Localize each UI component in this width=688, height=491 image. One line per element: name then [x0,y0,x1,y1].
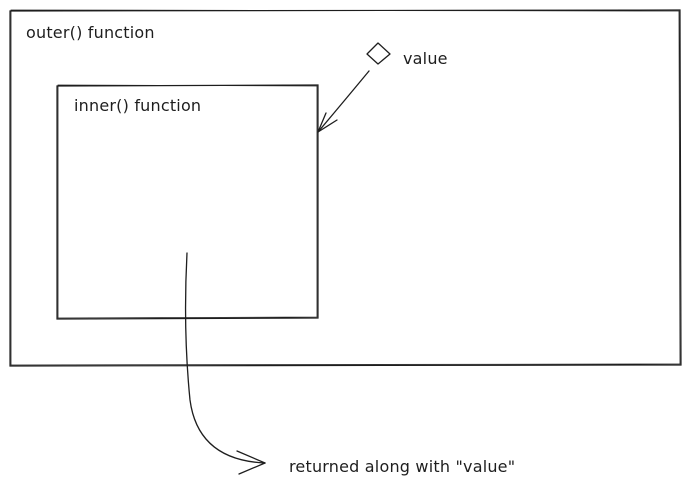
arrow-icon [184,252,266,475]
outer-function-label: outer() function [26,23,155,42]
arrow-icon [317,70,370,133]
inner-function-label: inner() function [74,96,202,115]
return-label: returned along with "value" [289,457,516,476]
outer-function-box [9,9,682,367]
value-label: value [403,49,448,68]
inner-function-box [56,84,319,320]
diamond-icon [366,42,391,65]
